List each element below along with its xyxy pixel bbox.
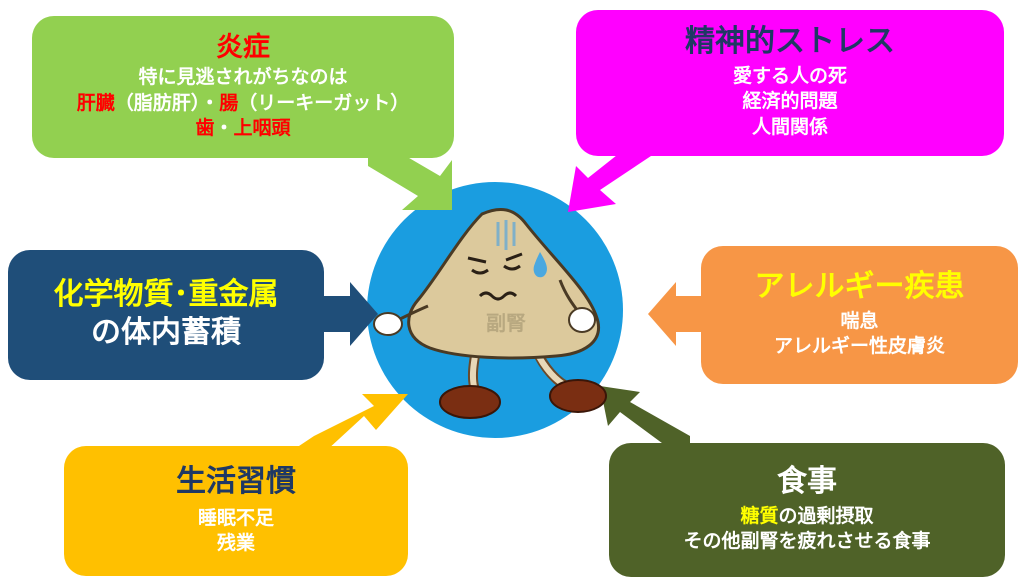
chemicals-title-line-2: の体内蓄積 <box>91 314 241 350</box>
stress-item: 人間関係 <box>751 116 828 139</box>
character-label: 副腎 <box>486 311 526 335</box>
arrow-chemicals <box>324 282 378 346</box>
inflammation-leaky-gut: （リーキーガット） <box>238 91 410 114</box>
lifestyle-item: 残業 <box>216 532 255 555</box>
inflammation-teeth: 歯 <box>195 117 215 140</box>
right-hand <box>568 307 596 333</box>
arrow-allergy <box>648 282 701 346</box>
stress-item: 愛する人の死 <box>732 64 847 87</box>
inflammation-title: 炎症 <box>216 32 270 64</box>
lifestyle-box: 生活習慣 睡眠不足 残業 <box>64 446 408 576</box>
inflammation-line-3: 歯・上咽頭 <box>195 116 290 142</box>
arrow-inflammation <box>368 148 452 210</box>
diet-line-2: その他副腎を疲れさせる食事 <box>683 530 931 553</box>
inflammation-sep: ・ <box>214 117 234 140</box>
stress-title: 精神的ストレス <box>685 24 895 60</box>
allergy-box: アレルギー疾患 喘息 アレルギー性皮膚炎 <box>701 246 1018 384</box>
diet-box: 食事 糖質の過剰摂取 その他副腎を疲れさせる食事 <box>609 443 1005 577</box>
sweat-drop <box>533 252 547 278</box>
inflammation-gut: 腸 <box>219 91 239 114</box>
diet-line-1: 糖質の過剰摂取 <box>740 504 873 530</box>
inflammation-epipharynx: 上咽頭 <box>233 117 291 140</box>
inflammation-line-1: 特に見逃されがちなのは <box>138 66 348 89</box>
allergy-title: アレルギー疾患 <box>754 269 965 305</box>
left-hand <box>373 312 403 336</box>
diet-sugar: 糖質 <box>740 504 779 527</box>
inflammation-box: 炎症 特に見逃されがちなのは 肝臓（脂肪肝）・腸（リーキーガット） 歯・上咽頭 <box>32 16 454 158</box>
arrow-diet <box>600 386 690 446</box>
lifestyle-item: 睡眠不足 <box>197 506 274 529</box>
right-shoe <box>549 379 607 413</box>
chemicals-box: 化学物質･重金属 の体内蓄積 <box>8 250 324 380</box>
diet-title: 食事 <box>777 464 837 500</box>
allergy-item: アレルギー性皮膚炎 <box>773 335 945 358</box>
diet-excess-intake: の過剰摂取 <box>778 504 874 527</box>
chemicals-title-line-1: 化学物質･重金属 <box>53 277 279 313</box>
allergy-item: 喘息 <box>840 309 879 332</box>
inflammation-fatty-liver: （脂肪肝）・ <box>114 91 220 114</box>
arrow-stress <box>568 140 660 212</box>
inflammation-line-2: 肝臓（脂肪肝）・腸（リーキーガット） <box>77 91 410 117</box>
inflammation-liver: 肝臓 <box>76 91 115 114</box>
arrow-lifestyle <box>290 394 408 462</box>
adrenal-character: 副腎 <box>373 207 607 419</box>
stress-item: 経済的問題 <box>742 90 838 113</box>
lifestyle-title: 生活習慣 <box>176 464 296 500</box>
left-shoe <box>439 385 501 419</box>
stress-box: 精神的ストレス 愛する人の死 経済的問題 人間関係 <box>576 10 1004 156</box>
